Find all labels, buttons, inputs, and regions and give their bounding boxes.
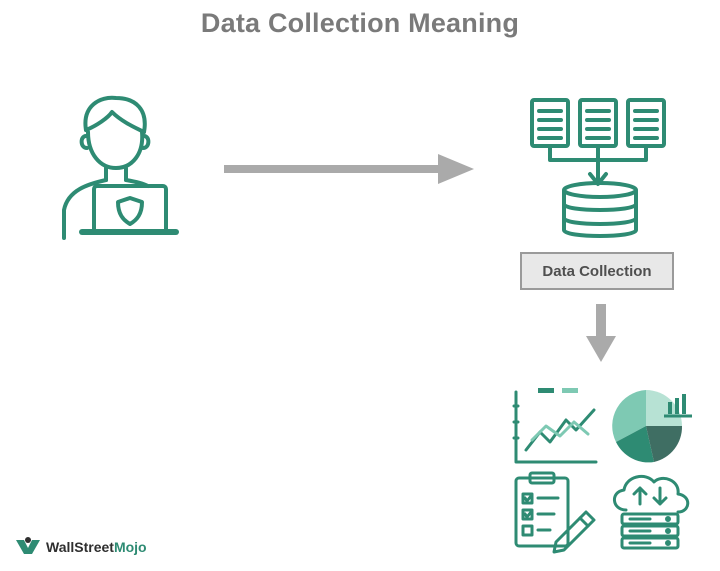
right-arrow-icon	[224, 154, 474, 184]
data-collection-label: Data Collection	[520, 252, 674, 290]
database-icon	[562, 181, 638, 238]
down-arrow-icon	[586, 304, 616, 362]
pie-chart-icon	[612, 390, 692, 463]
line-chart-icon	[512, 388, 598, 464]
brand-name-part2: Mojo	[113, 539, 147, 555]
person-with-laptop-icon	[62, 95, 179, 240]
brand-name: WallStreetMojo	[46, 539, 147, 555]
wallstreetmojo-logo-icon	[16, 537, 40, 554]
brand-name-part1: WallStreet	[46, 539, 114, 555]
three-documents-merge-icon	[530, 98, 666, 186]
cloud-server-icon	[613, 474, 690, 550]
survey-clipboard-icon	[514, 471, 596, 554]
page-title: Data Collection Meaning	[200, 8, 520, 38]
